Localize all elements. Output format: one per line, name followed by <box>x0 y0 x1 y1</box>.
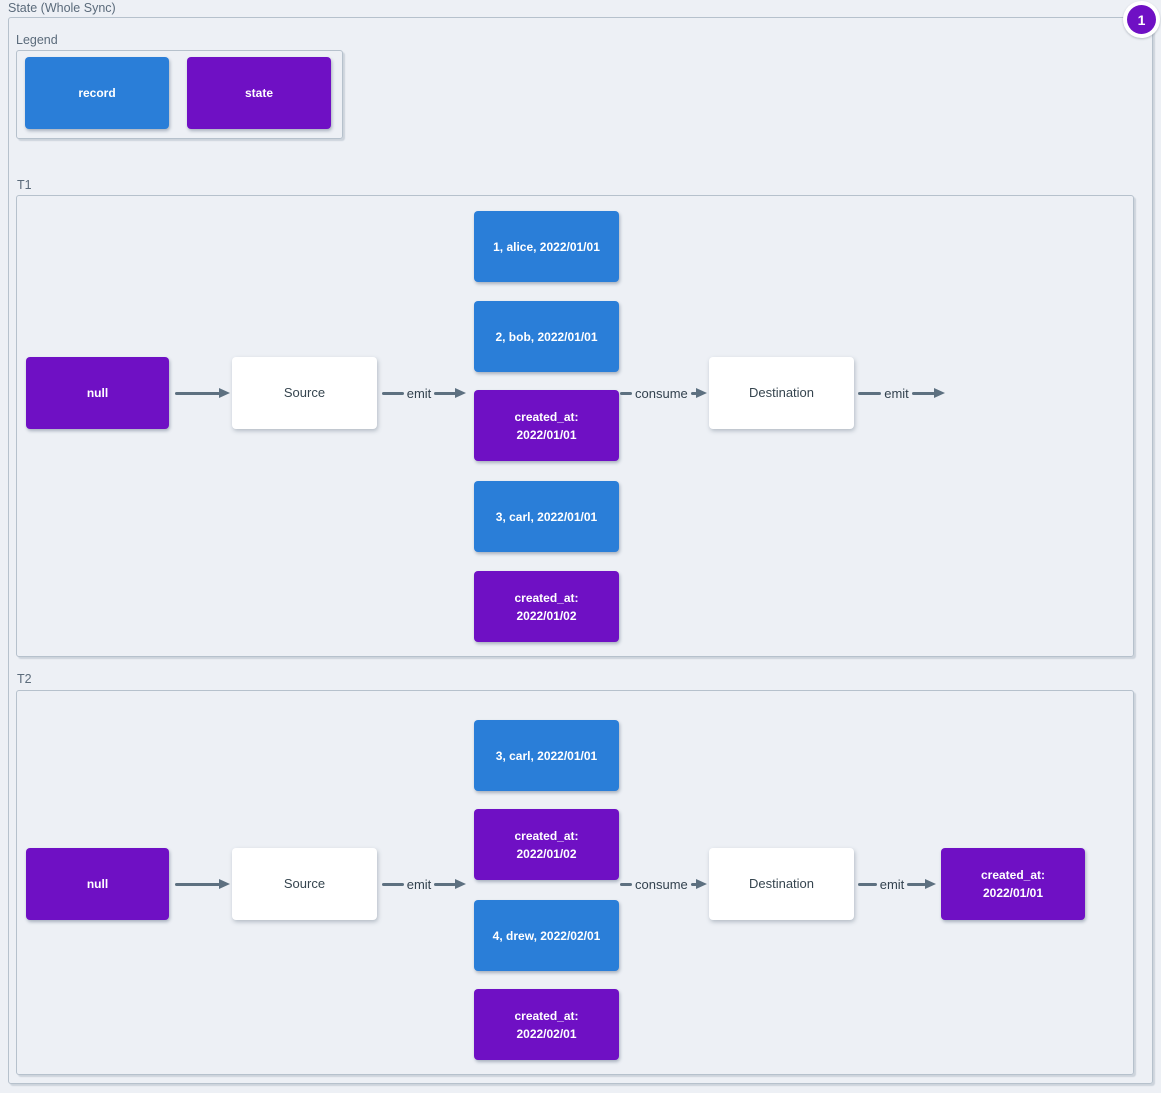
emit-label: emit <box>879 876 905 892</box>
emit-label: emit <box>406 876 432 892</box>
t1-record-node: 1, alice, 2022/01/01 <box>474 211 619 282</box>
t1-group <box>16 195 1134 657</box>
arrow-head-icon <box>696 388 707 398</box>
consume-label: consume <box>635 385 688 401</box>
t1-record-node: 3, carl, 2022/01/01 <box>474 481 619 552</box>
t2-null-node: null <box>26 848 169 920</box>
step-badge[interactable]: 1 <box>1123 1 1160 38</box>
arrow-line <box>620 882 632 886</box>
t2-group <box>16 690 1134 1075</box>
arrow-head-icon <box>934 388 945 398</box>
arrow-line <box>175 391 220 395</box>
legend-record-node: record <box>25 57 169 129</box>
diagram-title: State (Whole Sync) <box>8 1 116 15</box>
arrow-line <box>382 882 404 886</box>
arrow-head-icon <box>455 879 466 889</box>
arrow-line <box>911 391 935 395</box>
t2-destination-node: Destination <box>709 848 854 920</box>
t1-record-node: 2, bob, 2022/01/01 <box>474 301 619 372</box>
t2-emit-connector: emit <box>382 876 466 892</box>
legend-label: Legend <box>16 33 58 47</box>
t1-consume-connector: consume <box>620 385 707 401</box>
t1-null-to-source-arrow <box>175 385 230 401</box>
t2-state-node: created_at: 2022/02/01 <box>474 989 619 1060</box>
arrow-line <box>175 882 220 886</box>
t2-emit-out-connector: emit <box>858 876 936 892</box>
arrow-line <box>434 391 456 395</box>
arrow-line <box>382 391 404 395</box>
t2-consume-connector: consume <box>620 876 707 892</box>
arrow-head-icon <box>219 879 230 889</box>
t2-state-node: created_at: 2022/01/02 <box>474 809 619 880</box>
t1-label: T1 <box>17 178 32 192</box>
legend-group <box>16 50 343 139</box>
arrow-head-icon <box>455 388 466 398</box>
emit-label: emit <box>884 385 909 401</box>
step-badge-number: 1 <box>1127 5 1156 34</box>
consume-label: consume <box>635 876 688 892</box>
t2-record-node: 3, carl, 2022/01/01 <box>474 720 619 791</box>
state-whole-sync-group <box>8 17 1153 1084</box>
t1-state-node: created_at: 2022/01/01 <box>474 390 619 461</box>
arrow-line <box>690 882 697 886</box>
t1-destination-node: Destination <box>709 357 854 429</box>
arrow-line <box>907 882 926 886</box>
legend-state-node: state <box>187 57 331 129</box>
t1-null-node: null <box>26 357 169 429</box>
arrow-line <box>620 391 632 395</box>
t1-emit-out-connector: emit <box>858 385 945 401</box>
arrow-line <box>434 882 456 886</box>
t2-label: T2 <box>17 672 32 686</box>
arrow-line <box>858 391 882 395</box>
arrow-line <box>690 391 697 395</box>
arrow-head-icon <box>925 879 936 889</box>
t2-null-to-source-arrow <box>175 876 230 892</box>
arrow-head-icon <box>696 879 707 889</box>
t2-source-node: Source <box>232 848 377 920</box>
t1-emit-connector: emit <box>382 385 466 401</box>
arrow-line <box>858 882 877 886</box>
t1-state-node: created_at: 2022/01/02 <box>474 571 619 642</box>
t1-source-node: Source <box>232 357 377 429</box>
emit-label: emit <box>406 385 432 401</box>
arrow-head-icon <box>219 388 230 398</box>
t2-output-state-node: created_at: 2022/01/01 <box>941 848 1085 920</box>
t2-record-node: 4, drew, 2022/02/01 <box>474 900 619 971</box>
